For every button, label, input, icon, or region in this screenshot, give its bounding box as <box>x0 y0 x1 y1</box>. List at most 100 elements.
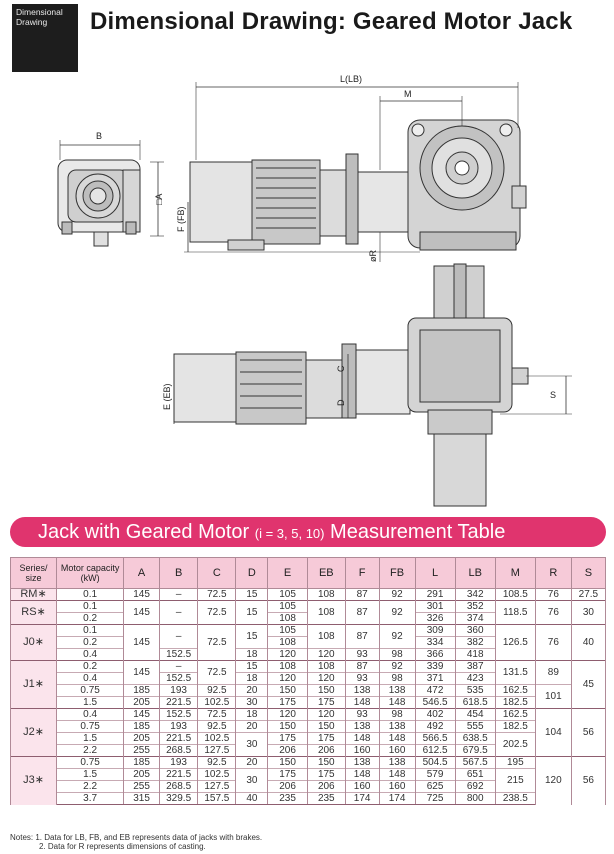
table-header-3: B <box>159 557 199 589</box>
table-cell: 160 <box>378 780 416 793</box>
label-L: L(LB) <box>340 75 362 84</box>
table-cell: 56 <box>570 708 607 757</box>
table-cell: 98 <box>378 708 416 721</box>
table-cell: 206 <box>267 744 308 757</box>
table-cell: 150 <box>306 720 346 733</box>
table-cell: 152.5 <box>159 648 199 661</box>
page-title: Dimensional Drawing: Geared Motor Jack <box>90 8 573 35</box>
table-cell: 0.1 <box>56 588 125 601</box>
table-cell: 87 <box>344 588 380 601</box>
table-cell: 30 <box>235 696 269 709</box>
table-cell: 175 <box>267 768 308 781</box>
table-cell: 87 <box>344 660 380 673</box>
table-header-5: D <box>235 557 269 589</box>
table-cell: 138 <box>378 720 416 733</box>
table-cell: 315 <box>123 792 161 805</box>
table-cell: 0.4 <box>56 672 125 685</box>
series-cell: J3∗ <box>9 756 58 805</box>
table-title-ratio: (i = 3, 5, 10) <box>254 526 325 541</box>
table-cell: 1.5 <box>56 768 125 781</box>
table-cell: 145 <box>123 624 161 661</box>
table-cell: 0.2 <box>56 636 125 649</box>
series-cell: J2∗ <box>9 708 58 757</box>
table-cell: 102.5 <box>197 768 237 781</box>
table-cell: 567.5 <box>454 756 496 769</box>
note-2: 2. Data for R represents dimensions of c… <box>39 842 206 851</box>
table-title-suffix: Measurement Table <box>324 521 506 543</box>
table-cell: 175 <box>306 768 346 781</box>
table-cell: 454 <box>454 708 496 721</box>
table-header-12: M <box>494 557 536 589</box>
table-cell: 138 <box>378 756 416 769</box>
table-cell: 108 <box>306 624 346 649</box>
table-cell: 334 <box>414 636 456 649</box>
table-cell: 72.5 <box>197 600 237 625</box>
table-cell: 374 <box>454 612 496 625</box>
label-M: M <box>404 89 412 99</box>
table-cell: 92 <box>378 588 416 601</box>
table-cell: 138 <box>378 684 416 697</box>
series-cell: RM∗ <box>9 588 58 601</box>
table-cell: 120 <box>306 672 346 685</box>
table-cell: 0.4 <box>56 708 125 721</box>
table-cell: 423 <box>454 672 496 685</box>
table-cell: 235 <box>306 792 346 805</box>
table-cell: 126.5 <box>494 624 536 661</box>
table-cell: 0.1 <box>56 600 125 613</box>
table-cell: 150 <box>267 756 308 769</box>
table-cell: 366 <box>414 648 456 661</box>
section-tag-line1: Dimensional <box>16 7 63 17</box>
table-cell: 1.5 <box>56 732 125 745</box>
table-cell: 40 <box>235 792 269 805</box>
table-cell: 92.5 <box>197 756 237 769</box>
table-cell: 20 <box>235 684 269 697</box>
label-D: D <box>336 399 346 406</box>
table-cell: 120 <box>306 708 346 721</box>
table-cell: 255 <box>123 780 161 793</box>
table-cell: 150 <box>267 684 308 697</box>
table-cell: 30 <box>570 600 607 625</box>
table-cell: 535 <box>454 684 496 697</box>
table-cell: 150 <box>306 756 346 769</box>
table-cell: 92.5 <box>197 684 237 697</box>
table-cell: 160 <box>378 744 416 757</box>
table-cell: 145 <box>123 708 161 721</box>
table-cell: 182.5 <box>494 720 536 733</box>
table-cell: 625 <box>414 780 456 793</box>
table-cell: 30 <box>235 768 269 793</box>
table-cell: 221.5 <box>159 732 199 745</box>
label-C: C <box>336 365 346 372</box>
table-cell: 148 <box>344 696 380 709</box>
series-cell: J0∗ <box>9 624 58 661</box>
table-cell: 148 <box>344 768 380 781</box>
table-cell: 2.2 <box>56 780 125 793</box>
table-cell: 291 <box>414 588 456 601</box>
table-cell: 3.7 <box>56 792 125 805</box>
series-cell: RS∗ <box>9 600 58 625</box>
table-cell: 309 <box>414 624 456 637</box>
table-cell: 152.5 <box>159 672 199 685</box>
table-cell: 56 <box>570 756 607 805</box>
table-cell: 15 <box>235 600 269 625</box>
table-cell: 108 <box>306 588 346 601</box>
table-title-main: Jack with Geared Motor <box>38 521 255 543</box>
table-cell: 150 <box>267 720 308 733</box>
table-cell: 1.5 <box>56 696 125 709</box>
table-cell: 0.1 <box>56 624 125 637</box>
table-cell: 145 <box>123 600 161 625</box>
label-F: F (FB) <box>176 207 186 233</box>
table-cell: 93 <box>344 648 380 661</box>
table-cell: 93 <box>344 672 380 685</box>
table-cell: 138 <box>344 756 380 769</box>
table-cell: 87 <box>344 600 380 625</box>
label-S: S <box>550 390 556 400</box>
table-cell: 618.5 <box>454 696 496 709</box>
table-cell: 566.5 <box>414 732 456 745</box>
